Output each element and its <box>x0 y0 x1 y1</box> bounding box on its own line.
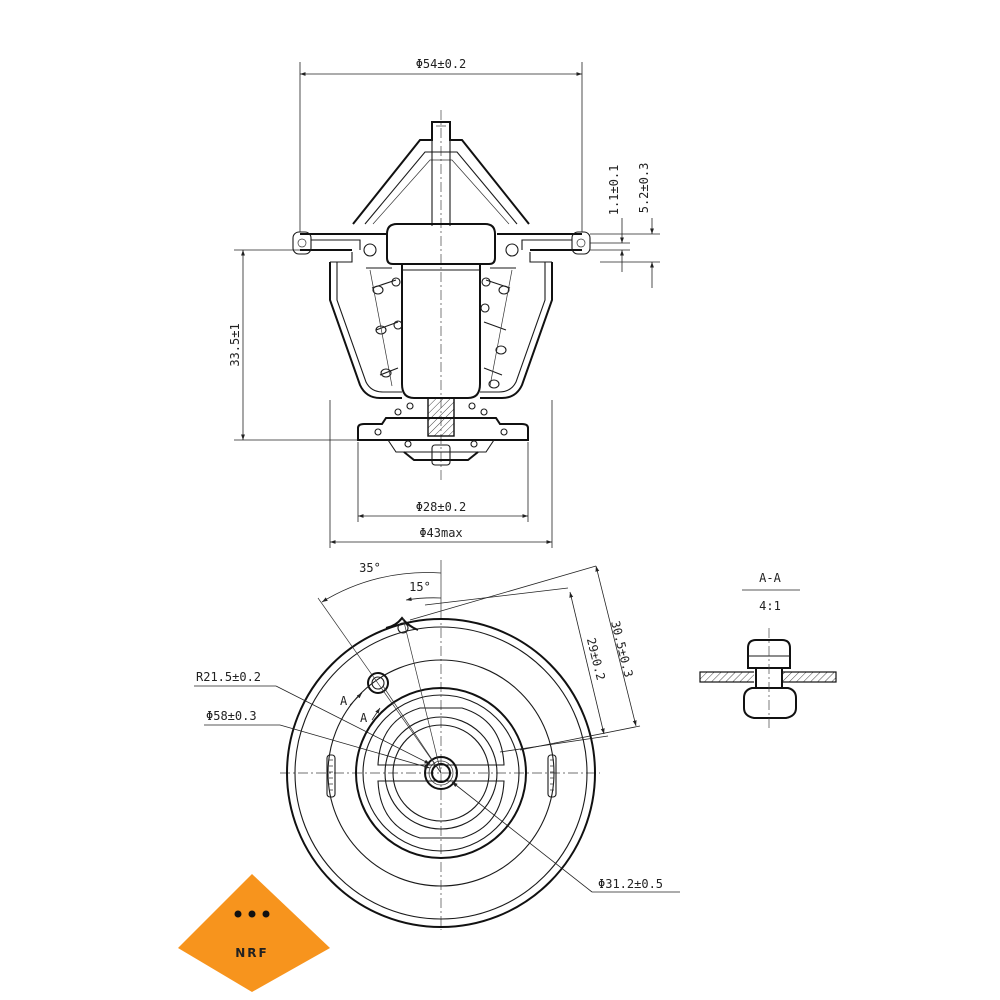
dim-inner-diameter: Φ31.2±0.5 <box>598 877 663 891</box>
nrf-logo: NRF <box>178 874 330 992</box>
spring-right <box>480 267 516 389</box>
logo-diamond <box>178 874 330 992</box>
dim-30-5: 30.5±0.3 <box>608 619 636 678</box>
spring-left <box>366 267 403 387</box>
section-scale: 4:1 <box>759 599 781 613</box>
dim-flange-thickness: 1.1±0.1 <box>607 165 621 216</box>
dim-flange-diameter: Φ54±0.2 <box>416 57 467 71</box>
dim-flange-offset: 5.2±0.3 <box>637 163 651 214</box>
logo-text: NRF <box>235 946 268 960</box>
dim-29: 29±0.2 <box>584 636 608 681</box>
section-title: A-A <box>759 571 781 585</box>
dim-angle-15: 15° <box>409 580 431 594</box>
section-a-a: A-A 4:1 <box>699 571 837 728</box>
logo-dot-1 <box>234 910 242 918</box>
dim-valve-diameter: Φ28±0.2 <box>416 500 467 514</box>
section-mark-2: A <box>360 711 368 725</box>
dim-outer-diameter: Φ58±0.3 <box>206 709 257 723</box>
side-view: Φ54±0.2 33.5±1 1.1±0.1 5.2±0.3 Φ28±0.2 Φ… <box>228 57 660 548</box>
dim-height: 33.5±1 <box>228 323 242 366</box>
dim-radius: R21.5±0.2 <box>196 670 261 684</box>
logo-dot-3 <box>262 910 270 918</box>
top-view: 35° 15° A A 29±0.2 30.5±0.3 R21.5±0.2 Φ5… <box>194 560 680 930</box>
dim-angle-35: 35° <box>359 561 381 575</box>
dim-body-diameter: Φ43max <box>419 526 462 540</box>
section-mark-1: A <box>340 694 348 708</box>
logo-dot-2 <box>248 910 256 918</box>
